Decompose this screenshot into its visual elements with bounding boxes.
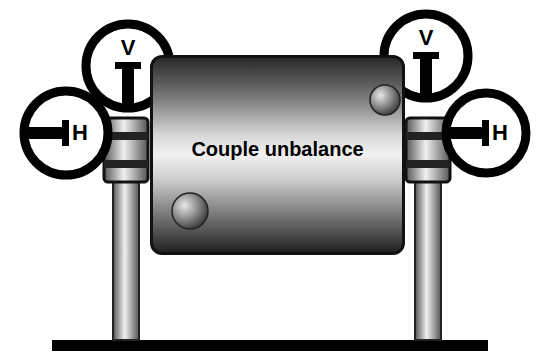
sensor-node: H — [440, 87, 532, 179]
sensor-label: V — [419, 25, 434, 51]
sensor-label: V — [121, 35, 136, 61]
rotor: Couple unbalance — [150, 55, 405, 255]
bearing-pedestal — [104, 118, 148, 340]
sensor-circle — [440, 87, 532, 179]
sensor-label: H — [492, 120, 508, 146]
sensor-label: H — [72, 120, 88, 146]
rotor-label: Couple unbalance — [191, 138, 363, 161]
bearing-pedestal — [406, 118, 450, 340]
sensor-circle — [18, 85, 114, 181]
base-plate — [52, 340, 488, 351]
sensor-node: H — [18, 85, 114, 181]
